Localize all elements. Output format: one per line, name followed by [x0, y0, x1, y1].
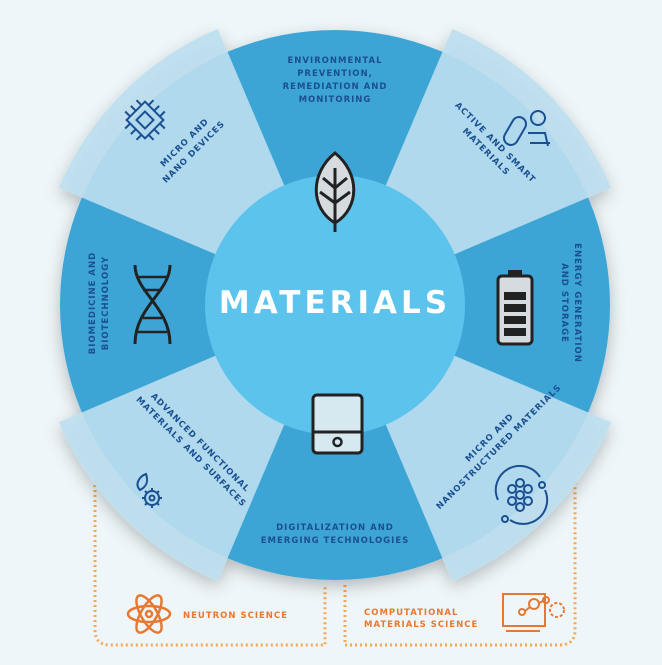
segment-energy[interactable]: ENERGY GENERATION AND STORAGE: [557, 228, 583, 378]
label-line: ENERGY GENERATION: [572, 243, 582, 363]
dna-icon: [133, 264, 172, 345]
label-line: MONITORING: [298, 95, 372, 105]
robot-lab-icon: [503, 110, 550, 147]
leaf-icon: [314, 151, 356, 232]
neutron-science-label: NEUTRON SCIENCE: [183, 611, 288, 621]
inner-circle: [205, 175, 465, 435]
computational-frame: [343, 480, 577, 647]
nanostructure-icon: [494, 465, 549, 525]
label-line: EMERGING TECHNOLOGIES: [260, 536, 410, 546]
label-line: AND STORAGE: [559, 263, 569, 343]
chip-icon: [124, 99, 166, 141]
label-line: ENVIRONMENTAL: [287, 56, 383, 66]
label-line: COMPUTATIONAL: [364, 608, 459, 618]
segment-biomedicine[interactable]: BIOMEDICINE AND BIOTECHNOLOGY: [87, 233, 113, 373]
neutron-frame: [93, 480, 327, 647]
segment-digitalization[interactable]: DIGITALIZATION AND EMERGING TECHNOLOGIES: [245, 522, 425, 548]
label-line: REMEDIATION AND: [282, 82, 388, 92]
computational-materials-label: COMPUTATIONAL MATERIALS SCIENCE: [364, 607, 478, 631]
battery-icon: [496, 270, 534, 346]
label-line: BIOTECHNOLOGY: [101, 255, 111, 351]
computer-molecule-icon: [502, 593, 565, 632]
segment-environmental[interactable]: ENVIRONMENTAL PREVENTION, REMEDIATION AN…: [255, 55, 415, 107]
gear-drop-icon: [136, 472, 162, 508]
center-title: MATERIALS: [218, 285, 452, 321]
label-line: PREVENTION,: [297, 69, 373, 79]
label-line: BIOMEDICINE AND: [88, 251, 98, 355]
label-line: DIGITALIZATION AND: [276, 523, 394, 533]
atom-icon: [126, 594, 172, 634]
tablet-icon: [311, 393, 364, 455]
label-line: MATERIALS SCIENCE: [364, 620, 479, 630]
